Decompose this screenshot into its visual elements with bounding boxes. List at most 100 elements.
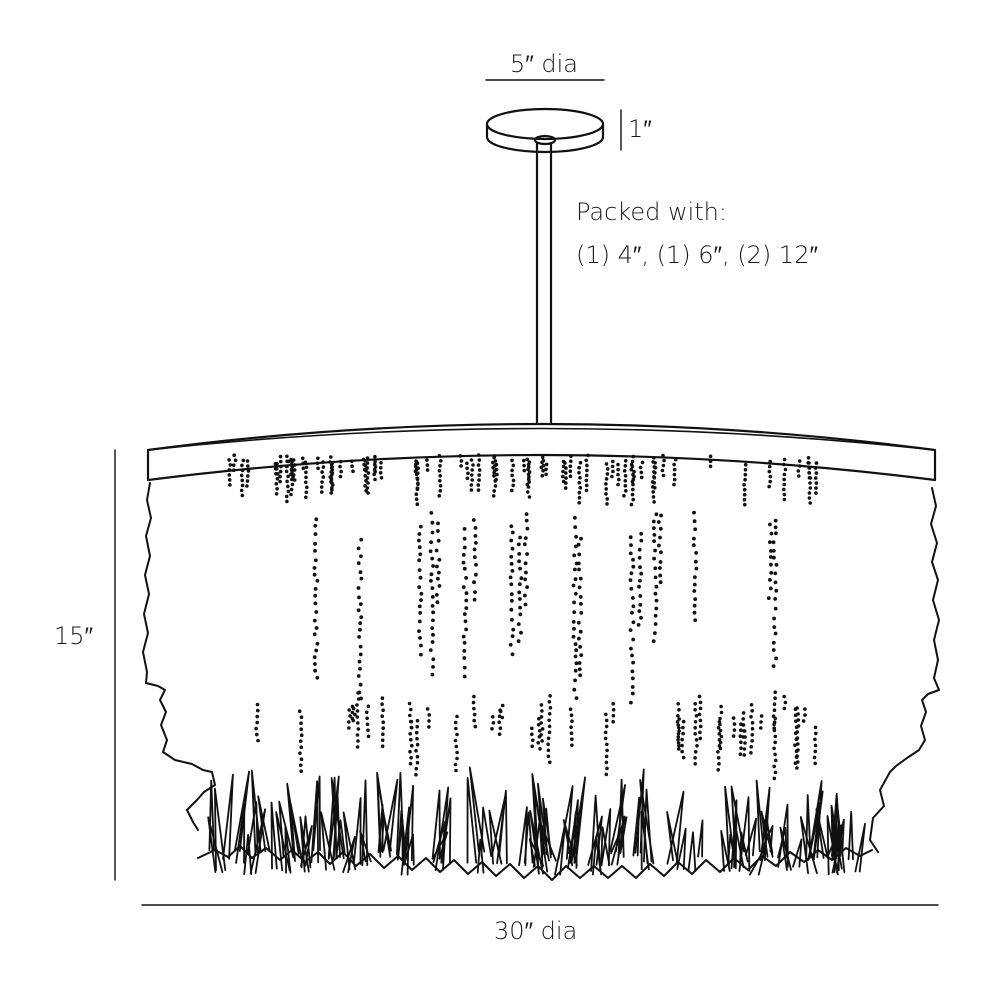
bead bbox=[427, 713, 432, 717]
bead bbox=[579, 536, 583, 541]
bead bbox=[372, 472, 376, 477]
bead bbox=[605, 742, 609, 747]
bead bbox=[577, 490, 582, 495]
bead bbox=[813, 743, 818, 748]
bead bbox=[527, 495, 532, 499]
fringe-crystal bbox=[760, 825, 774, 853]
bead bbox=[574, 648, 579, 653]
fringe-crystal bbox=[207, 816, 224, 873]
bead bbox=[732, 722, 737, 726]
bead bbox=[313, 662, 317, 666]
bead bbox=[464, 576, 468, 580]
bead bbox=[698, 718, 703, 723]
bead bbox=[465, 466, 469, 471]
fringe-crystal bbox=[570, 776, 586, 862]
bead bbox=[414, 492, 419, 497]
bead bbox=[417, 619, 422, 624]
bead bbox=[611, 701, 615, 706]
bead bbox=[298, 763, 303, 767]
bead bbox=[767, 469, 772, 474]
bead bbox=[574, 534, 578, 539]
bead bbox=[716, 726, 721, 730]
bead bbox=[407, 701, 412, 706]
bead bbox=[564, 476, 568, 480]
bead bbox=[717, 744, 722, 748]
bead bbox=[808, 486, 813, 490]
bead bbox=[357, 635, 361, 639]
bead bbox=[676, 702, 680, 706]
bead bbox=[653, 566, 658, 571]
bead bbox=[427, 725, 431, 729]
bead bbox=[464, 591, 469, 596]
bead bbox=[358, 570, 363, 575]
bead bbox=[428, 648, 433, 652]
bead bbox=[274, 482, 279, 486]
bead bbox=[300, 456, 305, 461]
bead bbox=[315, 675, 320, 680]
bead bbox=[278, 479, 282, 484]
bead bbox=[629, 502, 634, 507]
bead bbox=[517, 590, 522, 595]
bead bbox=[275, 487, 279, 491]
bead bbox=[617, 477, 621, 482]
bead bbox=[473, 724, 478, 729]
bead bbox=[547, 700, 552, 704]
bead bbox=[358, 682, 363, 687]
bead bbox=[304, 475, 308, 480]
fringe-crystal bbox=[246, 801, 259, 855]
bead bbox=[692, 610, 697, 615]
bead bbox=[356, 561, 361, 565]
bead bbox=[419, 643, 423, 648]
bead bbox=[653, 622, 658, 626]
bead bbox=[314, 517, 319, 522]
bead bbox=[509, 582, 514, 587]
fringe-crystal bbox=[610, 815, 626, 866]
bead bbox=[301, 461, 306, 466]
bead bbox=[574, 696, 579, 700]
fringe-crystal bbox=[830, 804, 841, 857]
bead bbox=[742, 747, 747, 751]
bead bbox=[604, 772, 609, 777]
bead bbox=[301, 466, 306, 471]
bead bbox=[616, 467, 620, 472]
bead bbox=[425, 707, 430, 711]
bead bbox=[623, 479, 628, 483]
bead bbox=[813, 476, 818, 480]
bead bbox=[313, 587, 318, 591]
bead bbox=[628, 578, 633, 582]
bead bbox=[782, 487, 786, 492]
bead bbox=[522, 542, 527, 547]
bead bbox=[408, 749, 412, 754]
bead bbox=[631, 604, 636, 609]
bead bbox=[418, 575, 423, 580]
bead bbox=[814, 471, 819, 475]
bead bbox=[381, 708, 385, 712]
bead bbox=[708, 464, 713, 469]
bead bbox=[254, 726, 258, 731]
bead bbox=[381, 732, 385, 736]
bead bbox=[807, 466, 811, 470]
bead bbox=[233, 458, 238, 463]
bead bbox=[806, 456, 811, 460]
bead bbox=[584, 473, 589, 478]
bead bbox=[577, 552, 582, 557]
packing-note-line1: Packed with: bbox=[576, 198, 727, 226]
bead bbox=[350, 464, 354, 469]
bead bbox=[631, 472, 635, 477]
bead bbox=[537, 735, 542, 739]
bead bbox=[299, 727, 304, 731]
bead bbox=[605, 502, 609, 506]
bead bbox=[693, 702, 697, 706]
bead bbox=[680, 737, 684, 742]
bead bbox=[570, 743, 574, 747]
bead bbox=[604, 724, 609, 729]
bead bbox=[604, 718, 609, 723]
bead bbox=[768, 479, 772, 484]
bead bbox=[676, 735, 681, 739]
fringe-crystal bbox=[697, 819, 704, 858]
bead bbox=[768, 555, 773, 559]
bead bbox=[570, 719, 574, 723]
canopy-height-label: 1″ bbox=[628, 115, 652, 143]
bead bbox=[793, 713, 798, 717]
